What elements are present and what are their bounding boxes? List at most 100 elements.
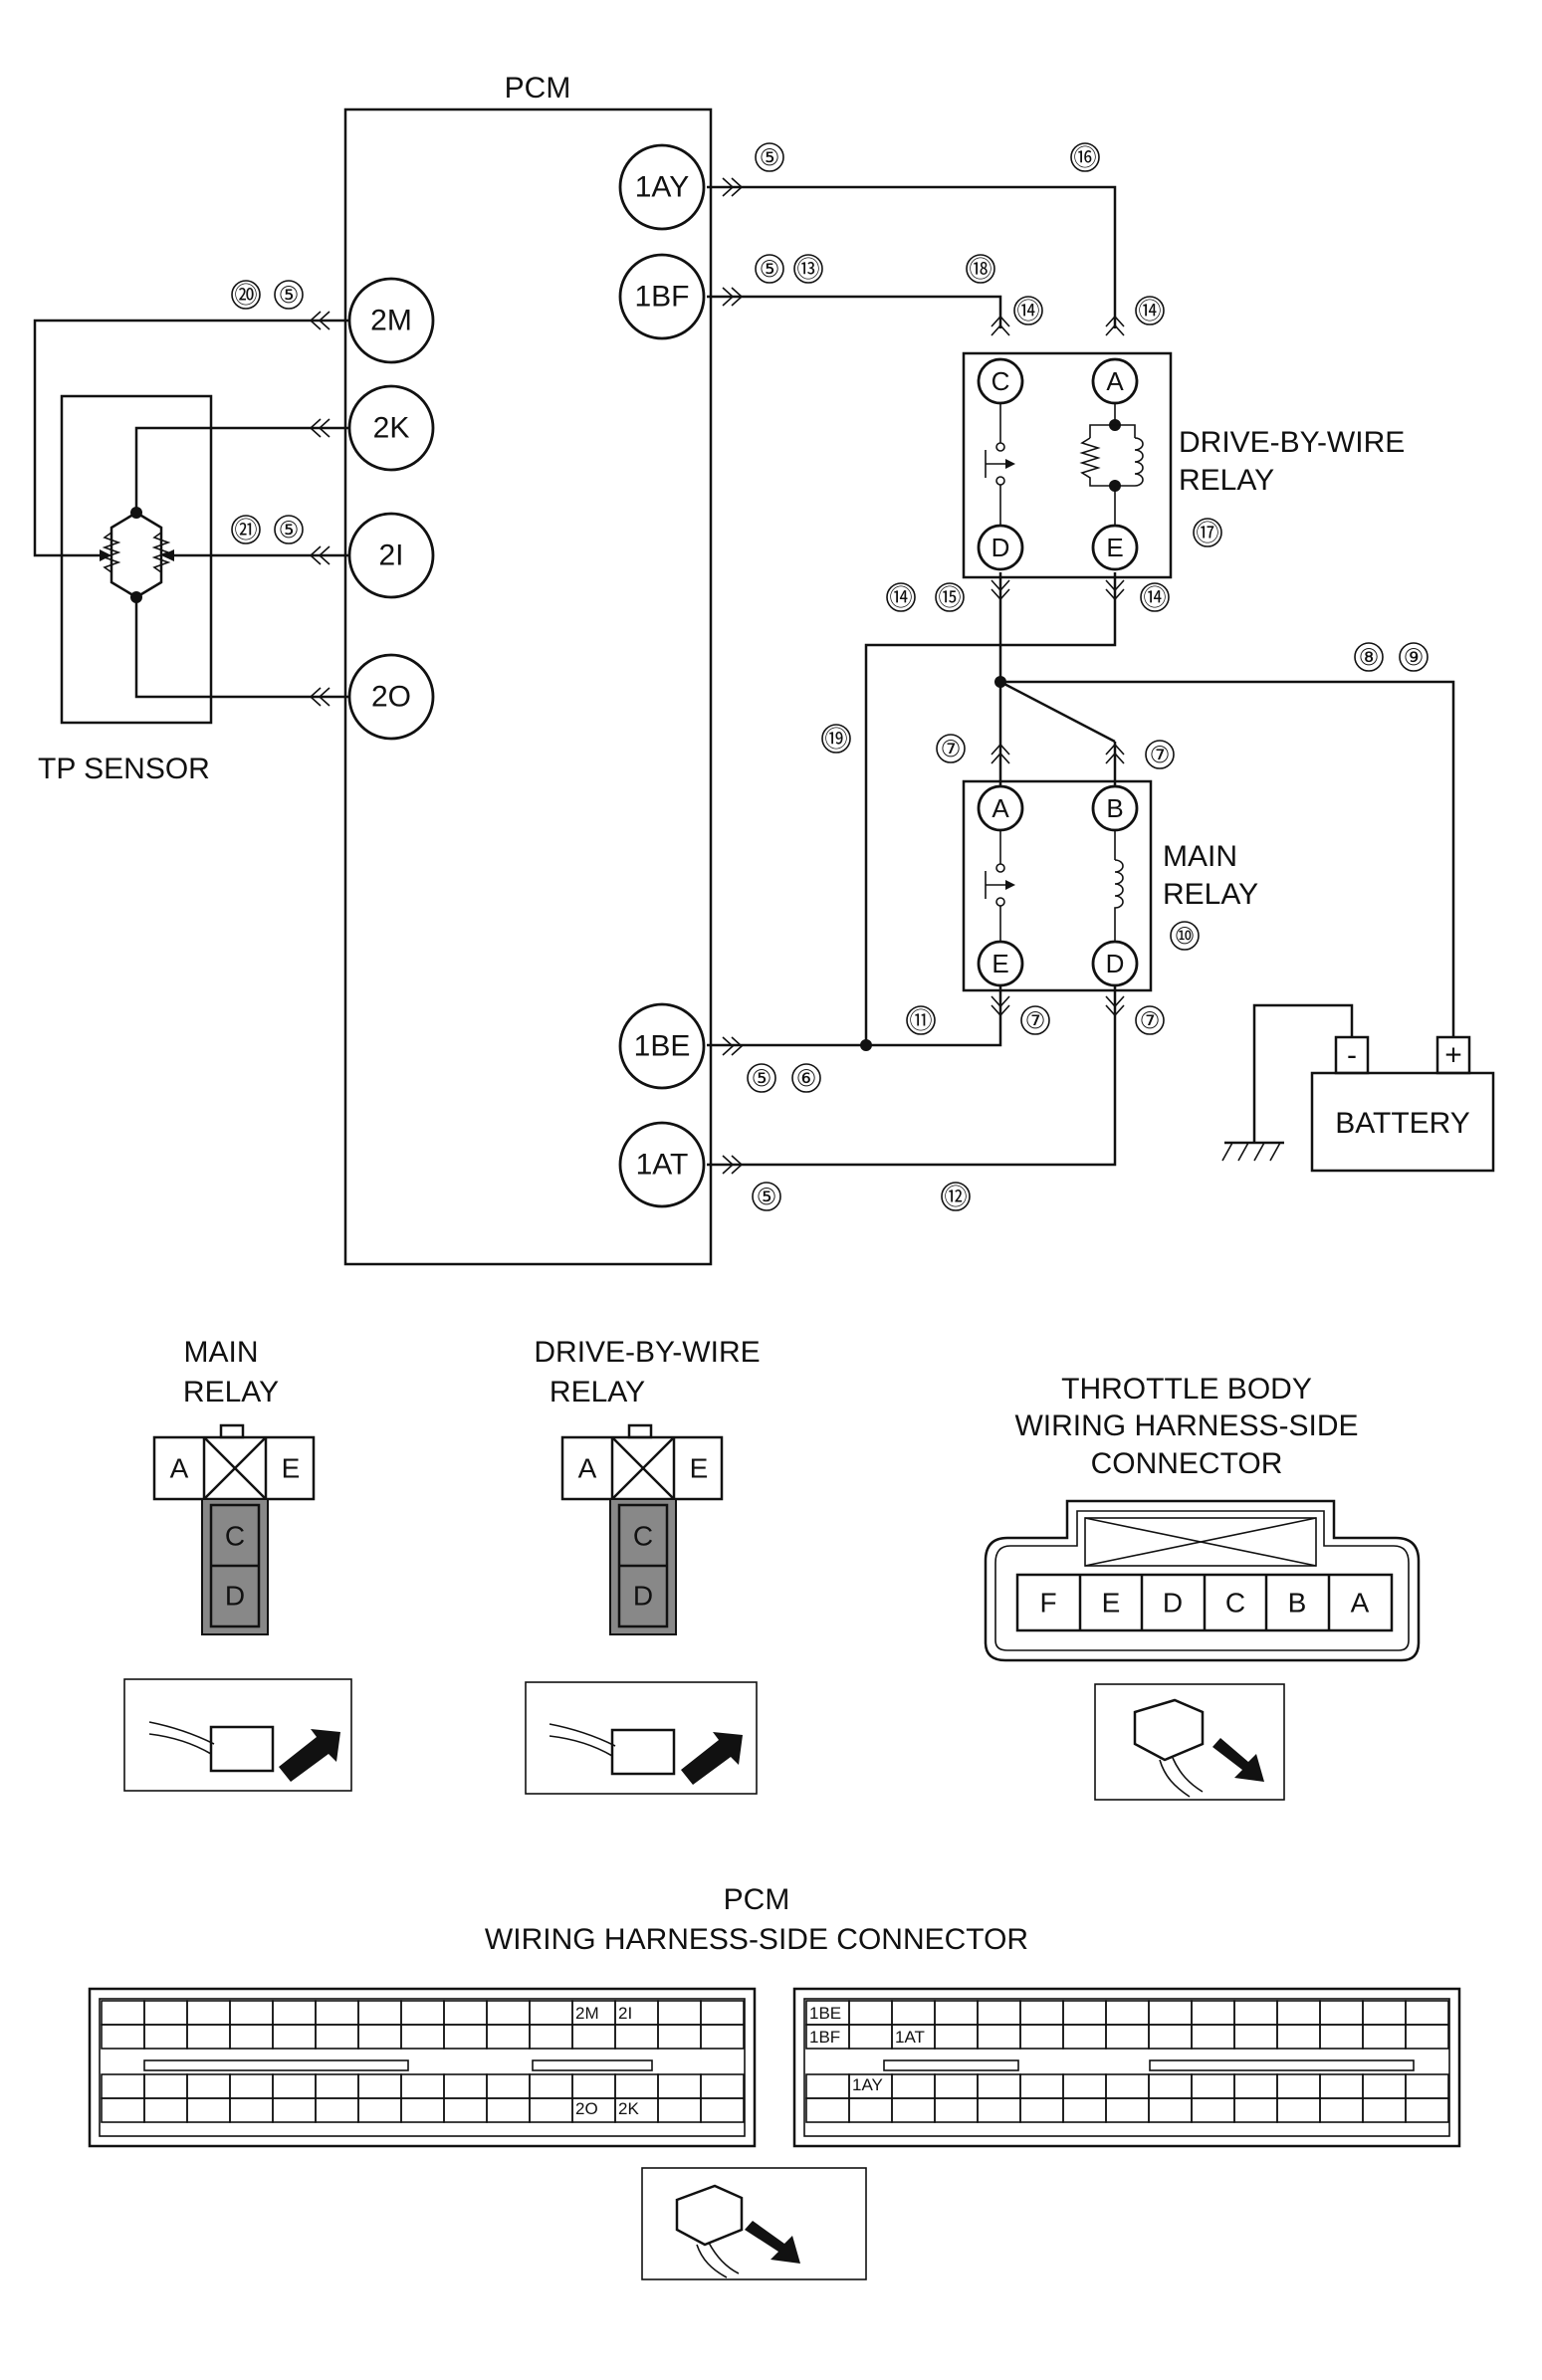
pcm-cell <box>1362 2024 1407 2050</box>
svg-text:D: D <box>1163 1588 1183 1619</box>
main-term-b: B <box>1091 784 1139 832</box>
pcm-cell <box>229 2000 274 2026</box>
svg-text:2I: 2I <box>378 540 403 572</box>
pcm-cell <box>1362 2000 1407 2026</box>
pcm-cell <box>1233 2097 1278 2123</box>
pcm-cell <box>1191 2097 1235 2123</box>
pcm-cell <box>700 2000 745 2026</box>
pcm-cell <box>657 2000 702 2026</box>
callout-5-1at: ⑤ <box>752 1182 781 1211</box>
svg-text:2M: 2M <box>370 305 412 337</box>
pcm-cell <box>1148 2073 1193 2099</box>
pcm-cell <box>891 2097 936 2123</box>
pcm-cell <box>101 2024 145 2050</box>
pcm-cell <box>700 2073 745 2099</box>
pin-1at: 1AT <box>618 1121 706 1208</box>
pcm-cell <box>229 2097 274 2123</box>
pcm-cell <box>614 2024 659 2050</box>
pcm-slot <box>883 2059 1019 2071</box>
pcm-cell <box>891 2000 936 2026</box>
callout-13: ⑬ <box>793 254 823 284</box>
pcm-cell <box>186 2024 231 2050</box>
pcm-cell <box>272 2000 317 2026</box>
pcm-cell <box>143 2024 188 2050</box>
pcm-cell <box>272 2024 317 2050</box>
pcm-cell <box>1148 2024 1193 2050</box>
svg-text:A: A <box>170 1453 189 1484</box>
dbw-relay-connector: DRIVE-BY-WIRE RELAY A E C D <box>525 1336 761 1795</box>
pcm-cell <box>1062 2097 1107 2123</box>
svg-text:⑤: ⑤ <box>760 256 780 282</box>
pcm-cell <box>315 2024 359 2050</box>
pcm-cell <box>143 2073 188 2099</box>
svg-text:RELAY: RELAY <box>550 1376 645 1408</box>
svg-text:E: E <box>690 1453 709 1484</box>
main-term-a: A <box>977 784 1024 832</box>
svg-text:WIRING HARNESS-SIDE CONNECTOR: WIRING HARNESS-SIDE CONNECTOR <box>485 1923 1028 1956</box>
pcm-cell <box>1233 2000 1278 2026</box>
main-relay-label-1: MAIN <box>1163 840 1237 873</box>
pcm-cell <box>443 2024 488 2050</box>
dbw-term-c: C <box>977 357 1024 405</box>
pcm-cell <box>1062 2000 1107 2026</box>
pcm-cell <box>443 2000 488 2026</box>
svg-text:A: A <box>1351 1588 1370 1619</box>
pcm-cell <box>357 2073 402 2099</box>
dbw-relay-label-1: DRIVE-BY-WIRE <box>1179 426 1405 459</box>
pcm-cell <box>657 2097 702 2123</box>
svg-text:⑭: ⑭ <box>1139 298 1162 324</box>
pcm-cell <box>1233 2073 1278 2099</box>
pcm-cell <box>529 2000 573 2026</box>
pcm-cell <box>143 2000 188 2026</box>
pcm-cell <box>805 2073 850 2099</box>
pcm-slot <box>532 2059 653 2071</box>
pcm-cell <box>529 2024 573 2050</box>
pin-1be: 1BE <box>618 1002 706 1090</box>
svg-text:A: A <box>1106 366 1124 396</box>
pcm-cell <box>400 2024 445 2050</box>
pcm-cell <box>529 2097 573 2123</box>
pcm-cell <box>1019 2097 1064 2123</box>
pcm-cell <box>977 2097 1021 2123</box>
svg-text:B: B <box>1288 1588 1307 1619</box>
svg-text:⑤: ⑤ <box>760 144 780 170</box>
pcm-cell-label: 2I <box>618 2004 632 2023</box>
pcm-cell <box>1319 2024 1364 2050</box>
pcm-cell <box>186 2097 231 2123</box>
svg-text:C: C <box>991 366 1010 396</box>
pcm-cell <box>1405 2097 1449 2123</box>
svg-text:D: D <box>1106 949 1125 978</box>
pin-2o: 2O <box>347 653 435 741</box>
callout-7-b: ⑦ <box>1145 740 1175 769</box>
svg-text:MAIN: MAIN <box>184 1336 259 1369</box>
svg-text:D: D <box>991 533 1010 562</box>
pcm-cell <box>1019 2073 1064 2099</box>
svg-text:⑤: ⑤ <box>757 1184 777 1209</box>
pcm-cell <box>657 2073 702 2099</box>
svg-text:F: F <box>1039 1588 1056 1619</box>
pcm-cell <box>529 2073 573 2099</box>
pcm-cell-label: 1BF <box>809 2028 840 2047</box>
pcm-cell <box>934 2097 979 2123</box>
pcm-cell <box>357 2000 402 2026</box>
pcm-cell-label: 2O <box>575 2099 598 2118</box>
dbw-term-a: A <box>1091 357 1139 405</box>
svg-text:CONNECTOR: CONNECTOR <box>1091 1447 1283 1480</box>
pcm-cell <box>229 2073 274 2099</box>
pcm-cell <box>700 2097 745 2123</box>
pcm-cell <box>1062 2024 1107 2050</box>
svg-text:⑭: ⑭ <box>1017 298 1040 324</box>
pcm-cell <box>614 2073 659 2099</box>
pin-1ay: 1AY <box>618 143 706 231</box>
pcm-cell <box>1233 2024 1278 2050</box>
pcm-cell <box>934 2024 979 2050</box>
pcm-cell <box>1191 2024 1235 2050</box>
pin-2k: 2K <box>347 384 435 472</box>
svg-text:⑦: ⑦ <box>941 736 962 761</box>
svg-text:⑫: ⑫ <box>945 1184 968 1209</box>
callout-11: ⑪ <box>906 1005 936 1035</box>
callout-7-d: ⑦ <box>1135 1005 1165 1035</box>
pcm-cell <box>229 2024 274 2050</box>
pcm-cell-label: 1AY <box>852 2075 883 2094</box>
